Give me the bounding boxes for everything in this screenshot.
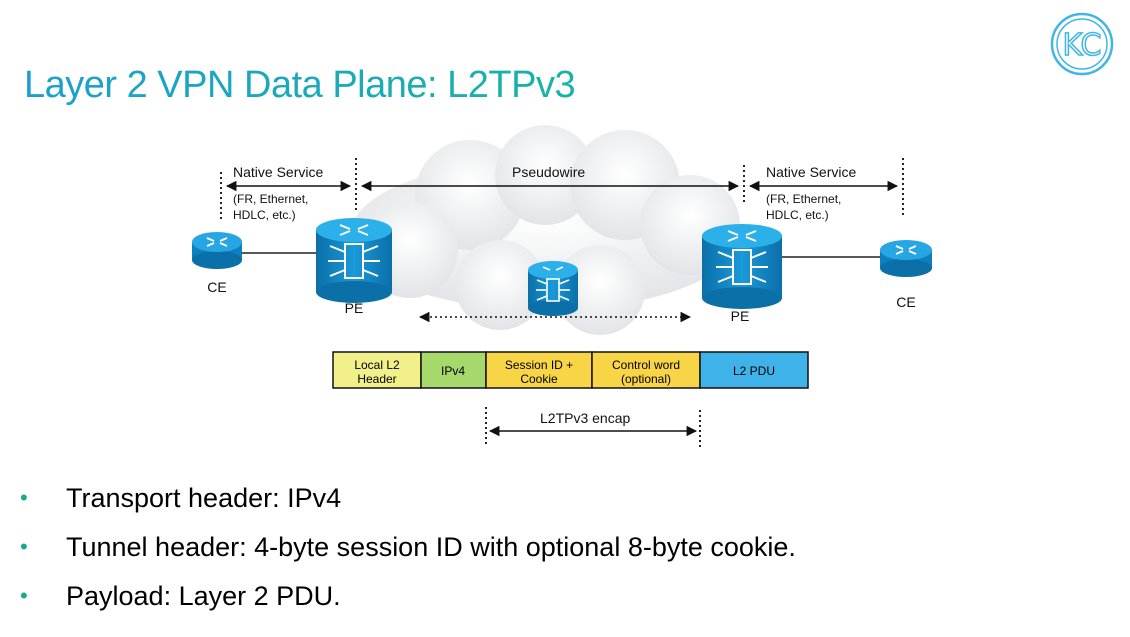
native-service-left-line1: (FR, Ethernet, [233,192,308,206]
native-service-right-line2: HDLC, etc.) [766,208,829,222]
native-service-right-line1: (FR, Ethernet, [766,192,841,206]
svg-text:Cookie: Cookie [520,372,558,386]
packet-format: Local L2 Header IPv4 Session ID + Cookie… [332,351,809,389]
packet-field-control-word: Control word (optional) [591,351,701,389]
encap-label: L2TPv3 encap [540,410,630,426]
native-service-left-title: Native Service [233,164,323,180]
bullet-item: • Tunnel header: 4-byte session ID with o… [20,529,796,578]
native-service-right-title: Native Service [766,164,856,180]
kc-monogram-logo-icon: KC [1050,12,1114,76]
native-service-left-line2: HDLC, etc.) [233,208,296,222]
pe-left-label: PE [345,300,364,316]
pe-right-label: PE [731,308,750,324]
slide-title: Layer 2 VPN Data Plane: L2TPv3 [24,64,576,106]
dotted-separators [220,158,904,447]
bullet-item: • Transport header: IPv4 [20,480,796,529]
core-router-icon [528,261,578,316]
svg-text:IPv4: IPv4 [441,364,465,378]
bullet-item: • Payload: Layer 2 PDU. [20,578,796,627]
bullet-text: Payload: Layer 2 PDU. [66,581,341,611]
svg-text:L2 PDU: L2 PDU [733,364,775,378]
bullet-text: Tunnel header: 4-byte session ID with op… [66,532,796,562]
bullet-dot-icon: • [20,485,28,510]
bullet-dot-icon: • [20,534,28,559]
svg-text:Control word: Control word [612,358,680,372]
ce-right-router-icon [880,240,932,277]
svg-text:Local L2: Local L2 [354,358,400,372]
logo-lettering: KC [1063,28,1102,63]
pseudowire-label: Pseudowire [512,164,585,180]
bullet-dot-icon: • [20,583,28,608]
pe-right-router-icon [702,224,782,309]
l2tpv3-diagram: Native Service (FR, Ethernet, HDLC, etc.… [192,125,932,447]
ce-right-label: CE [896,294,915,310]
packet-field-ipv4: IPv4 [420,351,487,389]
bullet-list: • Transport header: IPv4 • Tunnel header: … [20,480,796,627]
svg-text:Header: Header [357,372,396,386]
pe-left-router-icon [316,218,392,303]
packet-field-local-l2-header: Local L2 Header [332,351,422,389]
packet-field-l2-pdu: L2 PDU [699,351,809,389]
ce-left-label: CE [207,279,226,295]
bullet-text: Transport header: IPv4 [66,483,342,513]
ce-left-router-icon [192,232,242,269]
svg-text:Session ID +: Session ID + [505,358,573,372]
svg-text:(optional): (optional) [621,372,671,386]
packet-field-session-id-cookie: Session ID + Cookie [485,351,593,389]
